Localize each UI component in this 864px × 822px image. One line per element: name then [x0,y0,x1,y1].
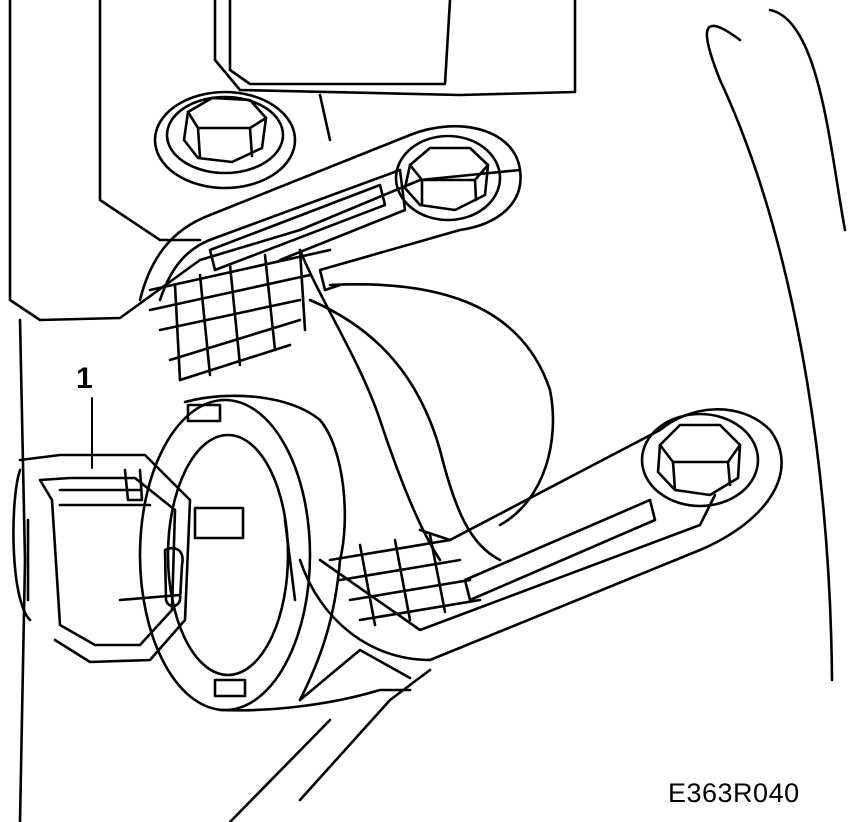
sensor-housing [138,394,412,712]
bracket-lower-arm [298,408,783,662]
bracket-lattice [148,248,555,562]
mounting-bolt-left [153,90,297,190]
vehicle-body-panel [8,0,847,822]
callout-number-1: 1 [76,362,93,395]
figure-reference-code: E363R040 [668,778,800,808]
electrical-connector [12,453,245,664]
bracket-upper-arm [138,124,522,302]
